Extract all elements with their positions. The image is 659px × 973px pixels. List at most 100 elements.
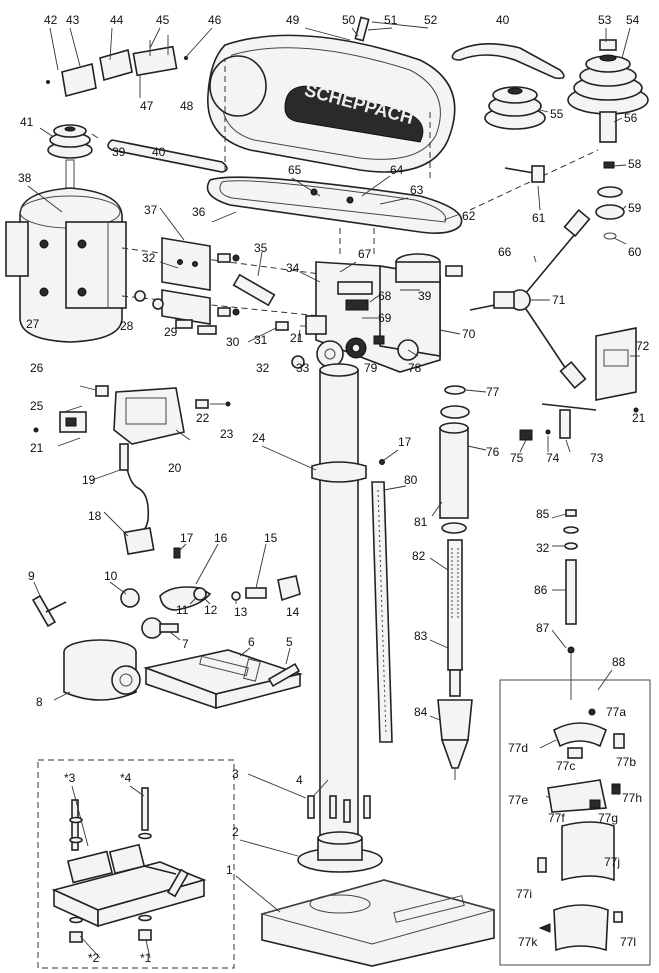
callout-43: 43: [66, 13, 80, 27]
switch-box-20: [33, 385, 231, 447]
column-flange-2: [239, 831, 383, 873]
drill-chuck-84: [429, 699, 473, 780]
callout-39-head: 39: [418, 289, 432, 303]
callout-66: 66: [498, 245, 512, 259]
callout-77h: 77h: [622, 791, 642, 805]
table-arm-8: [53, 639, 141, 701]
callout-81: 81: [414, 515, 428, 529]
callout-6: 6: [248, 635, 255, 649]
bolt-49-52: [304, 16, 429, 42]
callout-star-3: *3: [64, 771, 76, 785]
callout-77: 77: [486, 385, 500, 399]
callout-8: 8: [36, 695, 43, 709]
callout-10: 10: [104, 569, 118, 583]
callout-21-plate: 21: [632, 411, 646, 425]
callout-21-switch: 21: [30, 441, 44, 455]
callout-26: 26: [30, 361, 44, 375]
callout-85: 85: [536, 507, 550, 521]
callout-80: 80: [404, 473, 418, 487]
callout-14: 14: [286, 605, 300, 619]
chuck-guard-box-88: [499, 669, 651, 966]
callout-50: 50: [342, 13, 356, 27]
callout-69: 69: [378, 311, 392, 325]
callout-70: 70: [462, 327, 476, 341]
callout-77k: 77k: [518, 935, 538, 949]
callout-41: 41: [20, 115, 34, 129]
callout-16: 16: [214, 531, 228, 545]
callout-64: 64: [390, 163, 404, 177]
callout-22: 22: [196, 411, 210, 425]
callout-84: 84: [414, 705, 428, 719]
table-bolt-5: [267, 647, 301, 688]
callout-11: 11: [176, 603, 189, 617]
cover-plate-72: [595, 327, 640, 413]
base-bolts-3: [247, 773, 371, 823]
callout-star-1: *1: [140, 951, 152, 965]
callout-12: 12: [204, 603, 218, 617]
callout-labels: 42 43 44 45 46 47 48 49 50 51 52 40 53 5…: [18, 13, 650, 965]
callout-49: 49: [286, 13, 300, 27]
belt-guard-cover-48: SCHEPPACH: [207, 34, 456, 173]
callout-62: 62: [462, 209, 476, 223]
callout-76: 76: [486, 445, 500, 459]
callout-67: 67: [358, 247, 372, 261]
column-4: [309, 363, 359, 847]
callout-2: 2: [232, 825, 239, 839]
bracket-assembly-42-47: [46, 27, 213, 98]
callout-17-column: 17: [398, 435, 412, 449]
callout-87: 87: [536, 621, 550, 635]
callout-79: 79: [364, 361, 378, 375]
v-belt-40-top: [451, 43, 565, 80]
callout-83: 83: [414, 629, 428, 643]
callout-55: 55: [550, 107, 564, 121]
callout-27: 27: [26, 317, 40, 331]
callout-74: 74: [546, 451, 560, 465]
callout-24: 24: [252, 431, 266, 445]
callout-88: 88: [612, 655, 626, 669]
callout-38: 38: [18, 171, 32, 185]
callout-20: 20: [168, 461, 182, 475]
depth-stop-61: [504, 165, 545, 211]
callout-30: 30: [226, 335, 240, 349]
callout-82: 82: [412, 549, 426, 563]
callout-46: 46: [208, 13, 222, 27]
callout-23: 23: [220, 427, 234, 441]
callout-1: 1: [226, 863, 233, 877]
crank-gear-10-7: [109, 581, 181, 641]
callout-77g: 77g: [598, 811, 618, 825]
callout-60: 60: [628, 245, 642, 259]
callout-9: 9: [28, 569, 35, 583]
rack-80: [371, 481, 407, 743]
motor-mount-bracket-37: [159, 207, 240, 325]
callout-75: 75: [510, 451, 524, 465]
washers-27-29: [134, 290, 217, 335]
callout-77i: 77i: [516, 887, 532, 901]
callout-47: 47: [140, 99, 154, 113]
callout-42: 42: [44, 13, 58, 27]
motor-38: [5, 159, 321, 343]
column-collar-24: [261, 445, 399, 483]
callout-77f: 77f: [548, 811, 565, 825]
center-pulley-55: [484, 86, 549, 130]
callout-72: 72: [636, 339, 650, 353]
callout-28: 28: [120, 319, 134, 333]
callout-5: 5: [286, 635, 293, 649]
depth-rod-85-87: [551, 509, 579, 700]
callout-25: 25: [30, 399, 44, 413]
crank-handle-11-16: [159, 543, 301, 611]
chuck-key-73: [519, 403, 597, 453]
callout-3: 3: [232, 767, 239, 781]
callout-71: 71: [552, 293, 566, 307]
callout-star-4: *4: [120, 771, 132, 785]
rod-35: [232, 251, 276, 307]
callout-73: 73: [590, 451, 604, 465]
callout-54: 54: [626, 13, 640, 27]
callout-21-head: 21: [290, 331, 304, 345]
callout-40-left: 40: [152, 145, 166, 159]
v-belt-40-left: [107, 139, 228, 173]
callout-63: 63: [410, 183, 424, 197]
callout-32-motor: 32: [142, 251, 156, 265]
callout-78: 78: [408, 361, 422, 375]
callout-34: 34: [286, 261, 300, 275]
